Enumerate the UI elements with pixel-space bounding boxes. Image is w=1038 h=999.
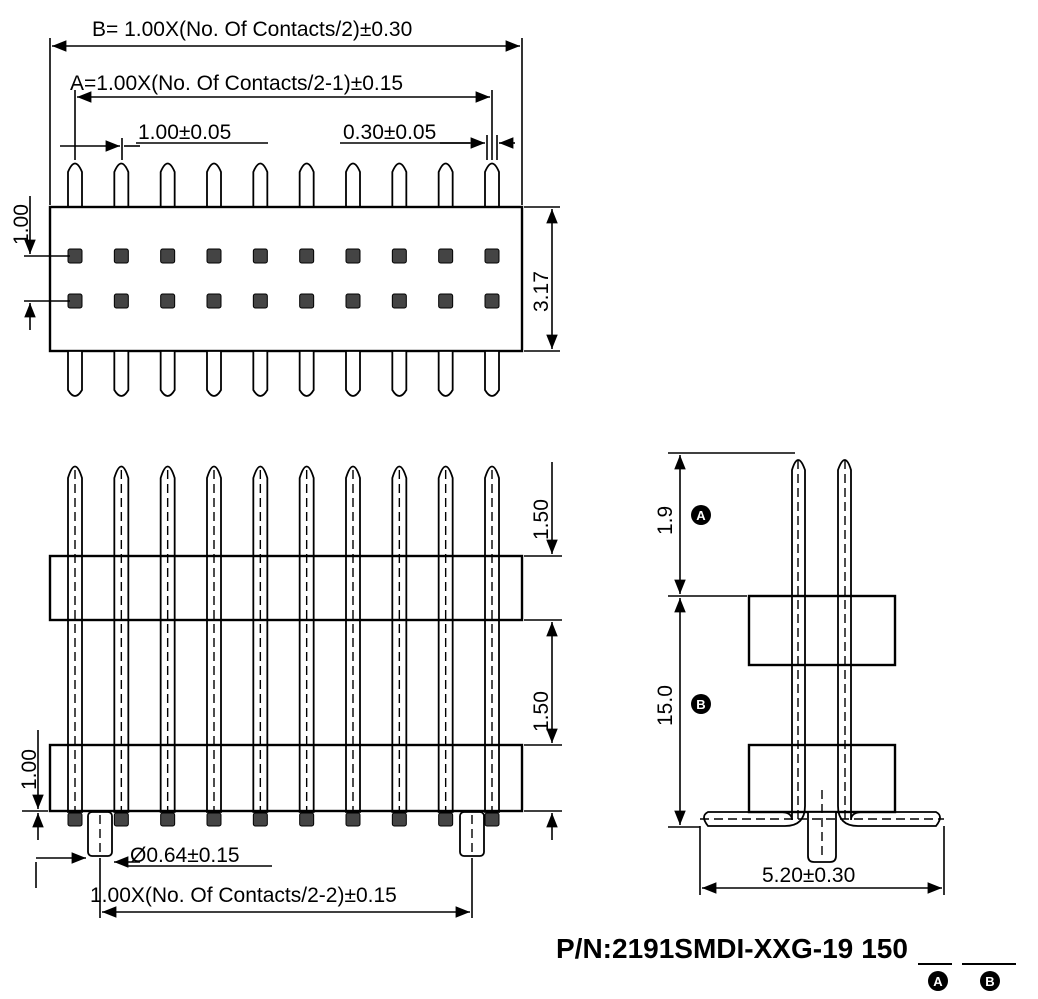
footprint-label: 5.20±0.30 [762,864,855,887]
dim-a-label: A=1.00X(No. Of Contacts/2-1)±0.15 [70,72,403,95]
base-height-label: 1.00 [18,749,41,790]
solder-pad [299,812,315,827]
top-view-upper-pins [67,162,500,208]
side-lower-housing [747,743,897,814]
pn-code-b: 150 [861,933,908,964]
contact-pad [206,293,222,309]
pitch-label: 1.00±0.05 [138,121,231,144]
solder-pad [252,812,268,827]
contact-pad [345,293,361,309]
side-pin-right [837,459,941,827]
top-pin [252,162,269,208]
svg-text:A: A [696,508,706,523]
bottom-pin [67,350,83,397]
bottom-pin [113,350,130,397]
pn-marker-b-icon: B [980,971,1000,991]
contact-pad [391,248,407,264]
bottom-pin [298,350,315,397]
top-pin [437,162,454,208]
contact-pad [299,293,315,309]
body-width-label: 3.17 [530,271,553,312]
contact-pad [438,248,454,264]
dim-a-value: 1.9 [654,506,677,535]
pn-code-a: 19 [822,933,853,964]
side-pin-left [703,459,806,827]
contact-pad [484,293,500,309]
top-view-housing [48,205,524,353]
post-diameter-label: Ø0.64±0.15 [130,844,240,867]
contact-pad [252,293,268,309]
bottom-pin [206,350,222,397]
solder-pad [345,812,361,827]
post-spacing-label: 1.00X(No. Of Contacts/2-2)±0.15 [90,884,397,907]
solder-pad [438,812,454,827]
solder-pad [67,812,83,827]
contact-pad [67,248,83,264]
front-view-upper-housing [48,554,524,622]
front-view-centerlines [74,470,493,815]
svg-text:B: B [696,697,705,712]
top-view-contact-pads [67,248,500,309]
top-pin [484,162,500,208]
contact-pad [299,248,315,264]
marker-a-icon: A [691,505,711,525]
bottom-pin [437,350,454,397]
contact-pad [67,293,83,309]
contact-pad [484,248,500,264]
svg-text:B: B [985,974,994,989]
marker-b-icon: B [691,694,711,714]
contact-pad [160,248,176,264]
bottom-pin [391,350,408,397]
pn-marker-a-icon: A [928,971,948,991]
top-pin [67,162,83,208]
solder-pad [206,812,222,827]
top-pin [345,162,361,208]
row-spacing-label: 1.00 [10,204,33,245]
contact-pad [113,293,129,309]
contact-pad [160,293,176,309]
pin-width-label: 0.30±0.05 [343,121,436,144]
contact-pad [206,248,222,264]
side-view: 1.9 15.0 A B 5.20±0.30 [654,452,945,895]
dim-b-label: B= 1.00X(No. Of Contacts/2)±0.30 [92,18,412,41]
top-view: B= 1.00X(No. Of Contacts/2)±0.30 A=1.00X… [10,18,560,397]
svg-text:A: A [933,974,943,989]
contact-pad [113,248,129,264]
side-upper-housing [747,594,897,667]
top-pin [159,162,176,208]
solder-pad [113,812,129,827]
top-pin [113,162,130,208]
part-number: P/N:2191SMDI-XXG-19 150 A B [556,933,1016,991]
bottom-pin [159,350,176,397]
top-pin [206,162,222,208]
bottom-pin [252,350,269,397]
front-view-lower-housing [48,743,524,813]
front-view: 1.50 1.50 1.00 Ø0.64±0.15 1.00X(No. Of C… [18,462,562,918]
solder-pad [391,812,407,827]
bottom-pin [484,350,500,397]
mid-pin-label: 1.50 [530,691,553,732]
pn-prefix: P/N:2191SMDI-XXG- [556,933,822,964]
front-view-pins [67,465,500,813]
contact-pad [345,248,361,264]
front-view-solder-pads [67,812,500,827]
upper-pin-label: 1.50 [530,499,553,540]
solder-pad [484,812,500,827]
dim-b-value: 15.0 [654,685,677,726]
bottom-pin [345,350,361,397]
top-pin [298,162,315,208]
solder-pad [160,812,176,827]
contact-pad [438,293,454,309]
top-pin [391,162,408,208]
contact-pad [391,293,407,309]
top-view-lower-pins [67,350,500,397]
contact-pad [252,248,268,264]
